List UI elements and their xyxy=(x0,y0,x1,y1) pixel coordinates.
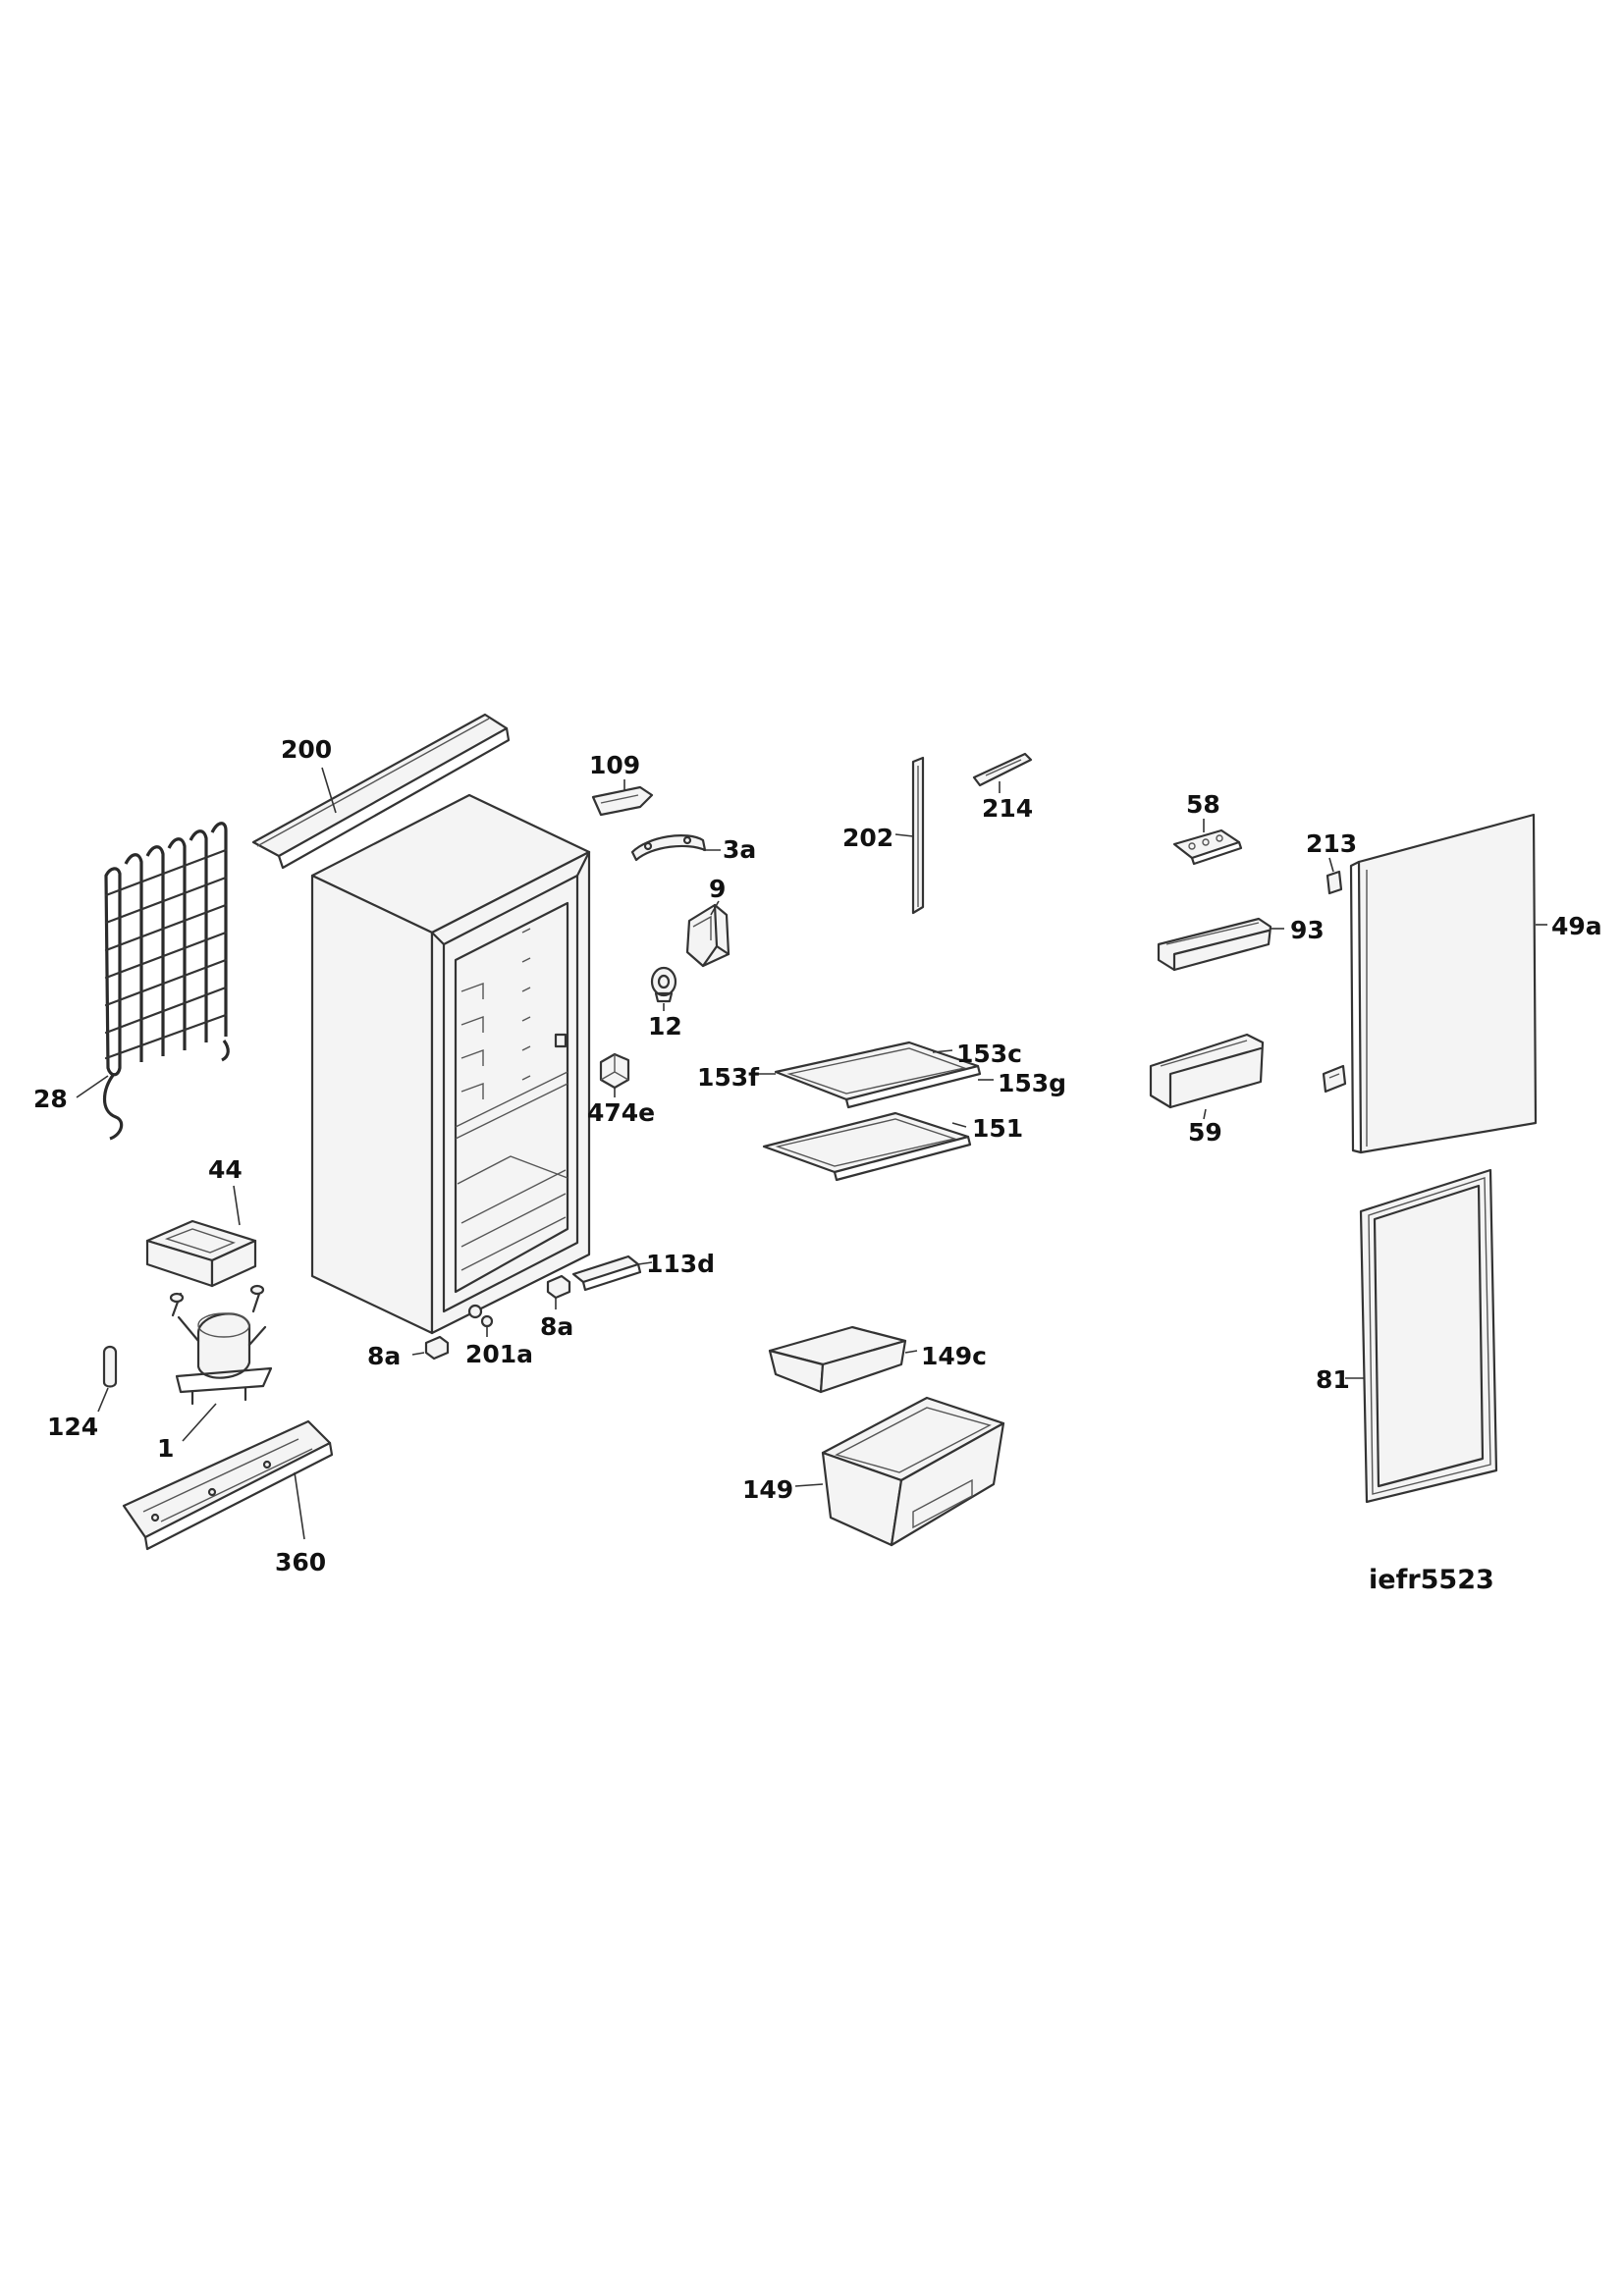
callout-360: 360 xyxy=(275,1548,326,1576)
part-base-plate xyxy=(122,1419,334,1551)
part-bottle-balcony-59 xyxy=(1149,1033,1265,1109)
part-202 xyxy=(911,756,925,915)
callout-213: 213 xyxy=(1306,829,1357,858)
callout-59: 59 xyxy=(1188,1118,1222,1147)
part-foot-right xyxy=(546,1274,571,1300)
callout-9: 9 xyxy=(709,875,726,903)
callout-149c: 149c xyxy=(921,1342,987,1370)
callout-153g: 153g xyxy=(998,1069,1066,1097)
callout-153c: 153c xyxy=(956,1040,1022,1068)
callout-202: 202 xyxy=(842,824,893,852)
part-3a xyxy=(630,834,707,862)
part-compressor xyxy=(169,1284,273,1406)
callout-153f: 153f xyxy=(697,1063,760,1092)
part-crisper-drawer xyxy=(821,1396,1005,1547)
callout-109: 109 xyxy=(589,751,640,779)
part-egg-tray xyxy=(1172,828,1243,866)
callout-12: 12 xyxy=(648,1012,682,1041)
diagram-reference-code: iefr5523 xyxy=(1369,1565,1494,1595)
callout-8a-left: 8a xyxy=(367,1342,401,1370)
part-109 xyxy=(591,785,654,817)
callout-214: 214 xyxy=(982,794,1033,823)
part-201a xyxy=(467,1304,494,1328)
callout-8a-right: 8a xyxy=(540,1312,573,1341)
part-foot-left xyxy=(424,1335,450,1361)
callout-149: 149 xyxy=(742,1475,793,1504)
callout-labels: 200 109 3a 9 12 474e 28 44 113d 8a 8a 20… xyxy=(33,735,1602,1595)
part-113d xyxy=(571,1255,642,1292)
callout-151: 151 xyxy=(972,1114,1023,1143)
callout-200: 200 xyxy=(281,735,332,764)
callout-201a: 201a xyxy=(465,1340,533,1368)
callout-3a: 3a xyxy=(723,835,756,864)
part-shelf-151 xyxy=(762,1111,972,1182)
part-condenser-coil xyxy=(102,822,230,1141)
part-door-49a xyxy=(1349,813,1538,1154)
callout-28: 28 xyxy=(33,1085,68,1113)
leader-lines xyxy=(76,767,1547,1540)
callout-44: 44 xyxy=(208,1155,243,1184)
callout-81: 81 xyxy=(1316,1365,1350,1394)
part-214 xyxy=(972,752,1033,787)
part-door-balcony-93 xyxy=(1157,917,1272,972)
part-12 xyxy=(650,966,677,1003)
part-9 xyxy=(685,903,730,968)
part-474e xyxy=(599,1052,630,1090)
callout-1: 1 xyxy=(157,1434,174,1463)
part-44 xyxy=(145,1219,257,1288)
callout-93: 93 xyxy=(1290,916,1325,944)
callout-58: 58 xyxy=(1186,790,1220,819)
callout-113d: 113d xyxy=(646,1250,715,1278)
part-124 xyxy=(102,1345,118,1388)
part-shelf-153 xyxy=(774,1041,982,1109)
callout-474e: 474e xyxy=(587,1098,655,1127)
callout-49a: 49a xyxy=(1551,912,1602,940)
part-door-gasket-81 xyxy=(1359,1168,1498,1504)
part-cabinet xyxy=(310,793,591,1335)
callout-124: 124 xyxy=(47,1413,98,1441)
part-top-rail xyxy=(251,713,511,870)
part-crisper-cover xyxy=(768,1325,907,1394)
part-hinge-213 xyxy=(1322,870,1347,1094)
